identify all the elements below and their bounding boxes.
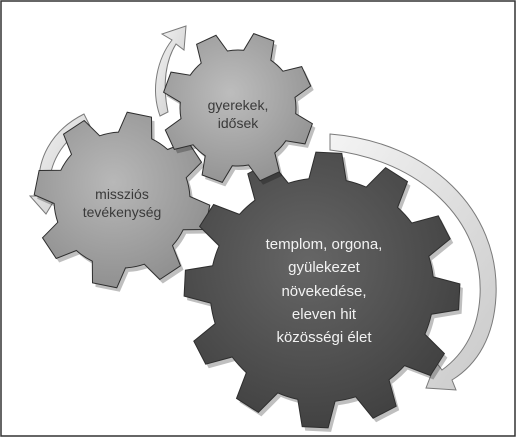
gear-big-line-5: közösségi élet [276,329,372,346]
cycle-arrow-right [329,133,497,391]
gear-left-line-1: missziós [95,186,149,202]
gear-top [162,32,314,184]
gear-left-line-2: tevékenység [82,203,162,220]
gear-big-line-1: templom, orgona, [265,236,383,253]
gear-big-line-2: gyülekezet [288,259,360,277]
gear-top-line-1: gyerekek, [207,97,269,113]
gear-big-line-4: eleven hit [291,305,357,323]
gear-big [183,151,461,429]
gear-big-label: templom, orgona, gyülekezet növekedése, … [238,233,410,349]
gear-top-label: gyerekek, idősek [178,97,298,132]
gear-left-label: missziós tevékenység [62,186,182,221]
gear-big-line-3: növekedése, [281,282,367,300]
gear-left [33,111,211,289]
gear-top-line-2: idősek [217,114,259,131]
